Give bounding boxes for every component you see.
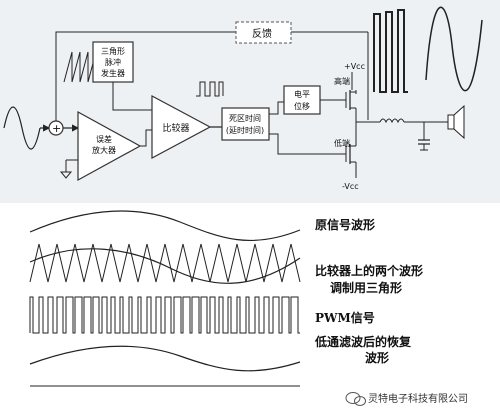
low-side-label: 低端	[334, 138, 350, 148]
feedback-label: 反馈	[252, 27, 272, 40]
waveform-original	[29, 210, 301, 241]
high-side-label: 高端	[334, 76, 350, 86]
deadtime-block	[221, 107, 270, 141]
pwm-burst-icon	[373, 9, 408, 93]
triangle-wave-icon	[63, 51, 97, 83]
feedback-block	[235, 21, 292, 44]
input-sine-wave	[3, 106, 41, 150]
triangle-generator-block	[92, 41, 134, 83]
deadtime-label-2: (延时时间)	[226, 125, 264, 135]
error-amp-label-1: 误差	[96, 134, 112, 144]
low-side-transistor-icon	[345, 140, 357, 178]
caption-original-waveform: 原信号波形	[315, 217, 375, 232]
comparator	[151, 94, 212, 160]
output-sine-icon	[425, 6, 483, 92]
level-shift-label-2: 位移	[294, 101, 310, 111]
caption-recovered-line-2: 波形	[365, 350, 389, 365]
level-shift-label-1: 电平	[294, 89, 310, 99]
waveform-recovered	[29, 345, 301, 372]
triangle-generator-label-2: 脉冲	[105, 57, 121, 67]
error-amplifier	[77, 110, 142, 182]
waveform-panel	[0, 203, 500, 416]
vcc-negative-label: -Vcc	[342, 182, 359, 191]
watermark-text: 灵特电子科技有限公司	[368, 392, 468, 405]
vcc-positive-label: +Vcc	[344, 62, 365, 71]
capacitor-icon	[418, 122, 430, 151]
caption-pwm: PWM信号	[315, 310, 375, 325]
inductor-icon	[379, 118, 405, 124]
deadtime-label-1: 死区时间	[229, 113, 261, 123]
sum-symbol: +	[52, 122, 61, 135]
waveform-comparator	[29, 243, 301, 284]
high-side-transistor-icon	[345, 90, 357, 122]
pwm-pulse-icon	[196, 81, 224, 97]
speaker-icon	[447, 104, 465, 140]
error-amp-label-2: 放大器	[92, 145, 116, 155]
wechat-icon	[345, 392, 366, 406]
comparator-label: 比较器	[162, 122, 189, 134]
waveform-pwm	[29, 296, 300, 334]
caption-comparator-line-1: 比较器上的两个波形	[315, 263, 423, 278]
level-shift-block	[283, 85, 321, 115]
caption-comparator-line-2: 调制用三角形	[330, 280, 402, 295]
triangle-generator-label-3: 发生器	[101, 68, 125, 78]
triangle-generator-label-1: 三角形	[101, 46, 125, 56]
caption-recovered-line-1: 低通滤波后的恢复	[314, 334, 412, 349]
